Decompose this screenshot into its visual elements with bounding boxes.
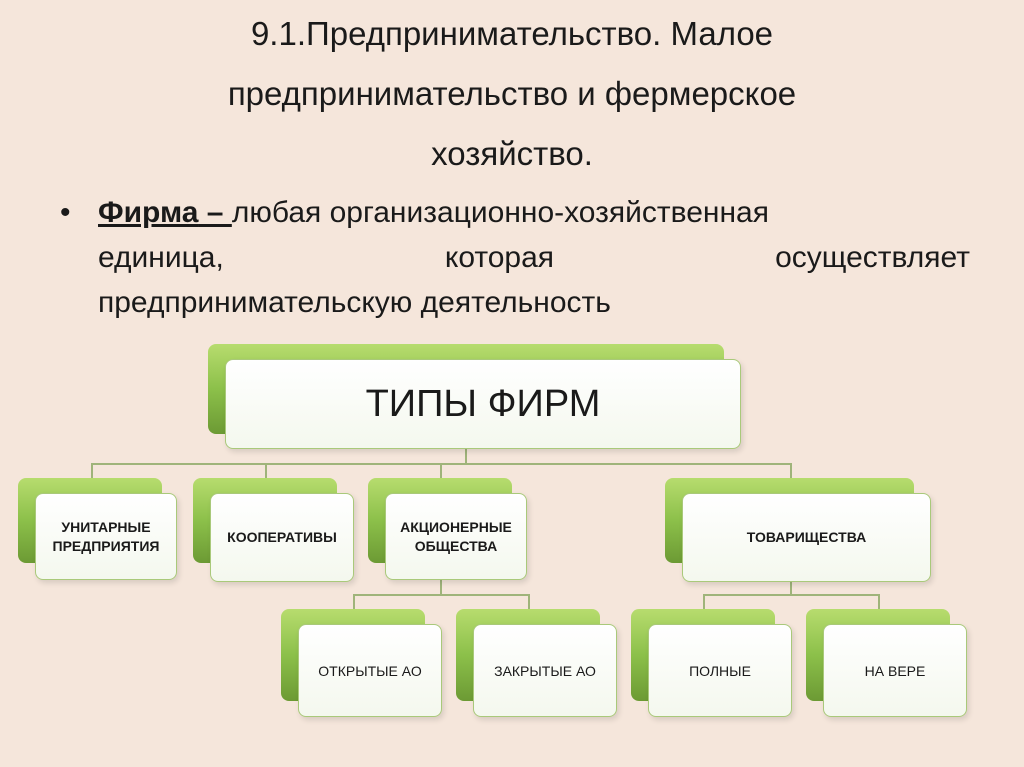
definition-line-3: предпринимательскую деятельность: [98, 286, 611, 319]
connector-partnerships-bar: [703, 594, 879, 596]
connector-to-open-jsc: [353, 594, 355, 609]
connector-to-partnerships: [790, 463, 792, 478]
definition-line-1: Фирма – любая организационно-хозяйственн…: [98, 190, 970, 235]
node-full-label: ПОЛНЫЕ: [648, 624, 792, 717]
definition-word-3: осуществляет: [775, 241, 970, 274]
definition-bullet: • Фирма – любая организационно-хозяйстве…: [60, 190, 970, 325]
node-cooperatives-label: КООПЕРАТИВЫ: [210, 493, 354, 582]
connector-to-jsc: [440, 463, 442, 478]
connector-to-unitary: [91, 463, 93, 478]
node-open-jsc-label: ОТКРЫТЫЕ АО: [298, 624, 442, 717]
slide-title: 9.1.Предпринимательство. Малое предприни…: [80, 4, 944, 184]
bullet-dot-icon: •: [60, 196, 71, 229]
definition-term: Фирма: [98, 196, 199, 229]
connector-jsc-down: [440, 580, 442, 595]
definition-line-2: единица, которая осуществляет: [98, 235, 970, 280]
root-node-label: ТИПЫ ФИРМ: [225, 359, 741, 449]
connector-partnerships-down: [790, 580, 792, 595]
definition-word-2: которая: [444, 241, 555, 274]
node-limited-label: НА ВЕРЕ: [823, 624, 967, 717]
node-unitary-label: УНИТАРНЫЕ ПРЕДПРИЯТИЯ: [35, 493, 177, 580]
node-closed-jsc-label: ЗАКРЫТЫЕ АО: [473, 624, 617, 717]
connector-to-limited: [878, 594, 880, 609]
title-line-2: предпринимательство и фермерское: [227, 75, 797, 112]
connector-jsc-bar: [353, 594, 529, 596]
definition-line-1-text: любая организационно-хозяйственная: [231, 196, 769, 229]
connector-to-closed-jsc: [528, 594, 530, 609]
connector-root-down: [465, 438, 467, 464]
title-line-1: 9.1.Предпринимательство. Малое: [250, 15, 774, 52]
definition-dash: –: [198, 196, 232, 229]
connector-to-coops: [265, 463, 267, 478]
definition-word-1: единица,: [98, 241, 224, 274]
connector-to-full: [703, 594, 705, 609]
title-line-3: хозяйство.: [431, 135, 593, 172]
node-jsc-label: АКЦИОНЕРНЫЕ ОБЩЕСТВА: [385, 493, 527, 580]
node-partnerships-label: ТОВАРИЩЕСТВА: [682, 493, 931, 582]
